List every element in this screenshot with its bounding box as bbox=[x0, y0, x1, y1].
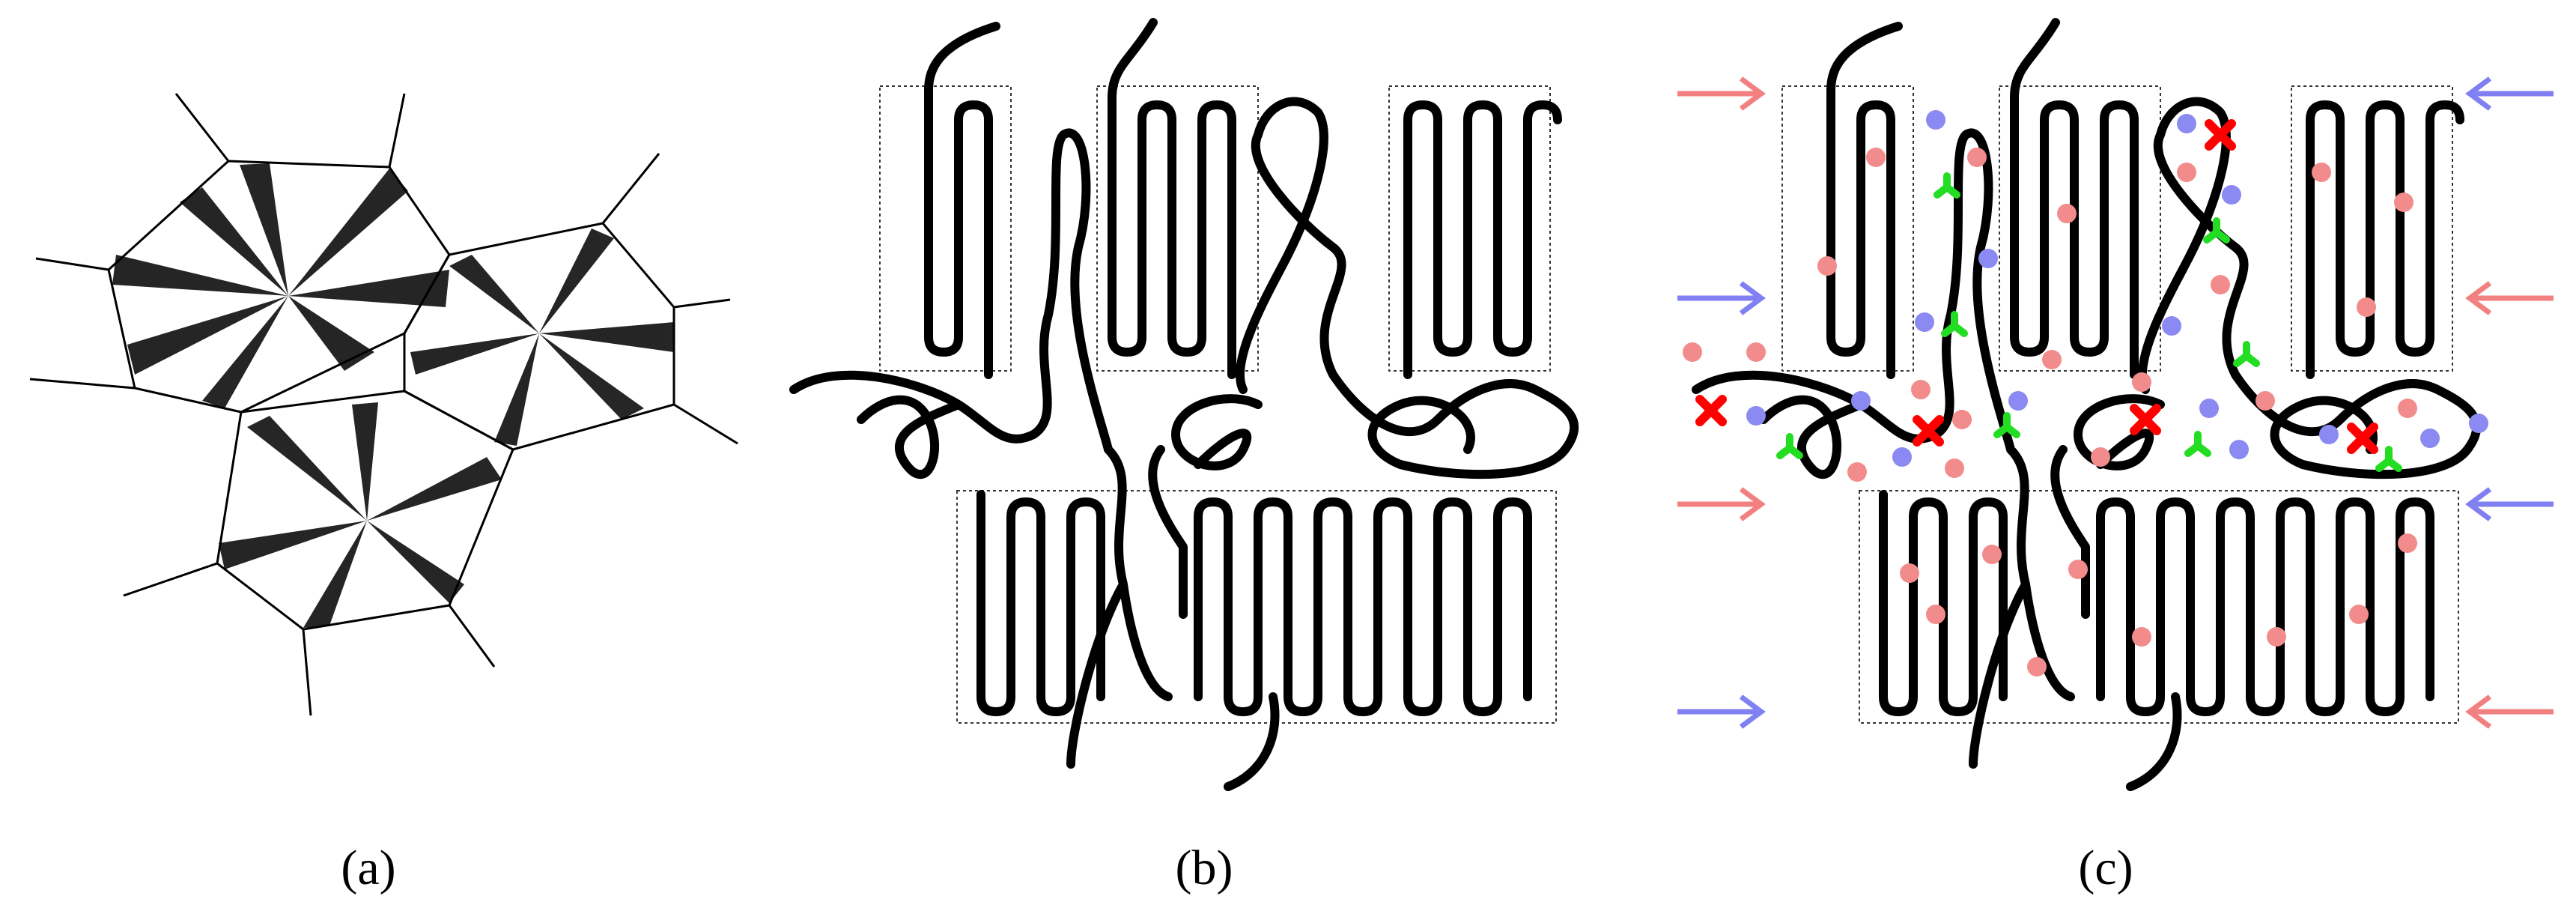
lamella-box-c-bottom bbox=[1859, 490, 2459, 724]
arrow-red-left-3 bbox=[1677, 487, 1766, 521]
tie-chain-amorphous bbox=[789, 97, 1579, 769]
lamella-box-top-left bbox=[879, 85, 1012, 372]
folded-chain-c-top-left bbox=[1826, 22, 1903, 379]
crosslink-mark-6 bbox=[1993, 412, 2020, 438]
blue-particles bbox=[1746, 110, 2488, 467]
panel-label-c: (c) bbox=[2078, 841, 2133, 895]
crosslink-mark-1 bbox=[1933, 172, 1960, 199]
break-mark-2 bbox=[1913, 415, 1944, 447]
tie-chain-loose-end bbox=[1224, 692, 1280, 791]
panel-label-b: (b) bbox=[1176, 841, 1233, 895]
crosslink-mark-2 bbox=[1941, 311, 1968, 337]
lamella-box-c-top-middle bbox=[1999, 85, 2161, 372]
spherulite-1-maltese-cross bbox=[112, 163, 449, 408]
arrow-blue-left-2 bbox=[1677, 281, 1766, 315]
break-mark-5 bbox=[2347, 423, 2378, 454]
spherulite-3-maltese-cross bbox=[219, 402, 502, 628]
force-arrows bbox=[1677, 76, 2554, 729]
crosslink-mark-4 bbox=[2233, 341, 2260, 367]
spherulite-2-maltese-cross bbox=[410, 229, 674, 446]
arrow-red-right-4 bbox=[2465, 694, 2554, 729]
folded-chain-bottom bbox=[976, 490, 1532, 716]
lamella-box-bottom bbox=[956, 490, 1557, 724]
lamella-box-top-middle bbox=[1096, 85, 1259, 372]
arrow-red-left-1 bbox=[1677, 76, 1766, 111]
panel-c-lamellae-forces bbox=[1677, 18, 2554, 791]
crosslink-mark-7 bbox=[2184, 431, 2211, 457]
folded-chain-top-left bbox=[924, 22, 1000, 379]
folded-chain-c-top-middle bbox=[2010, 18, 2139, 379]
arrow-blue-right-1 bbox=[2465, 76, 2554, 111]
red-particles bbox=[1683, 148, 2417, 677]
panel-label-a: (a) bbox=[341, 841, 395, 895]
spherulite-2 bbox=[403, 222, 675, 451]
folded-chain-c-top-right bbox=[2306, 100, 2464, 379]
arrow-red-right-2 bbox=[2465, 281, 2554, 315]
arrow-blue-right-3 bbox=[2465, 487, 2554, 521]
tie-chain-c-loose-end bbox=[2126, 692, 2182, 791]
folded-chain-top-right bbox=[1403, 100, 1562, 379]
lamella-box-top-right bbox=[1388, 85, 1551, 372]
break-mark-4 bbox=[2130, 404, 2161, 435]
break-mark-3 bbox=[2205, 119, 2236, 151]
panel-b-lamellae bbox=[789, 18, 1579, 791]
folded-chain-c-bottom bbox=[1879, 490, 2434, 716]
crosslink-mark-8 bbox=[2375, 446, 2402, 472]
panel-a-spherulites bbox=[29, 93, 738, 716]
arrow-blue-left-4 bbox=[1677, 694, 1766, 729]
folded-chain-top-middle bbox=[1108, 18, 1236, 379]
tie-chain-c-amorphous bbox=[1692, 97, 2482, 769]
break-marks bbox=[1695, 119, 2378, 454]
lamella-box-c-top-left bbox=[1781, 85, 1914, 372]
crosslink-mark-5 bbox=[1776, 433, 1803, 459]
lamella-box-c-top-right bbox=[2291, 85, 2453, 372]
break-mark-1 bbox=[1695, 395, 1727, 426]
spherulite-boundary-whiskers bbox=[29, 93, 738, 716]
crosslink-mark-3 bbox=[2203, 217, 2230, 243]
crosslink-marks bbox=[1776, 172, 2402, 472]
